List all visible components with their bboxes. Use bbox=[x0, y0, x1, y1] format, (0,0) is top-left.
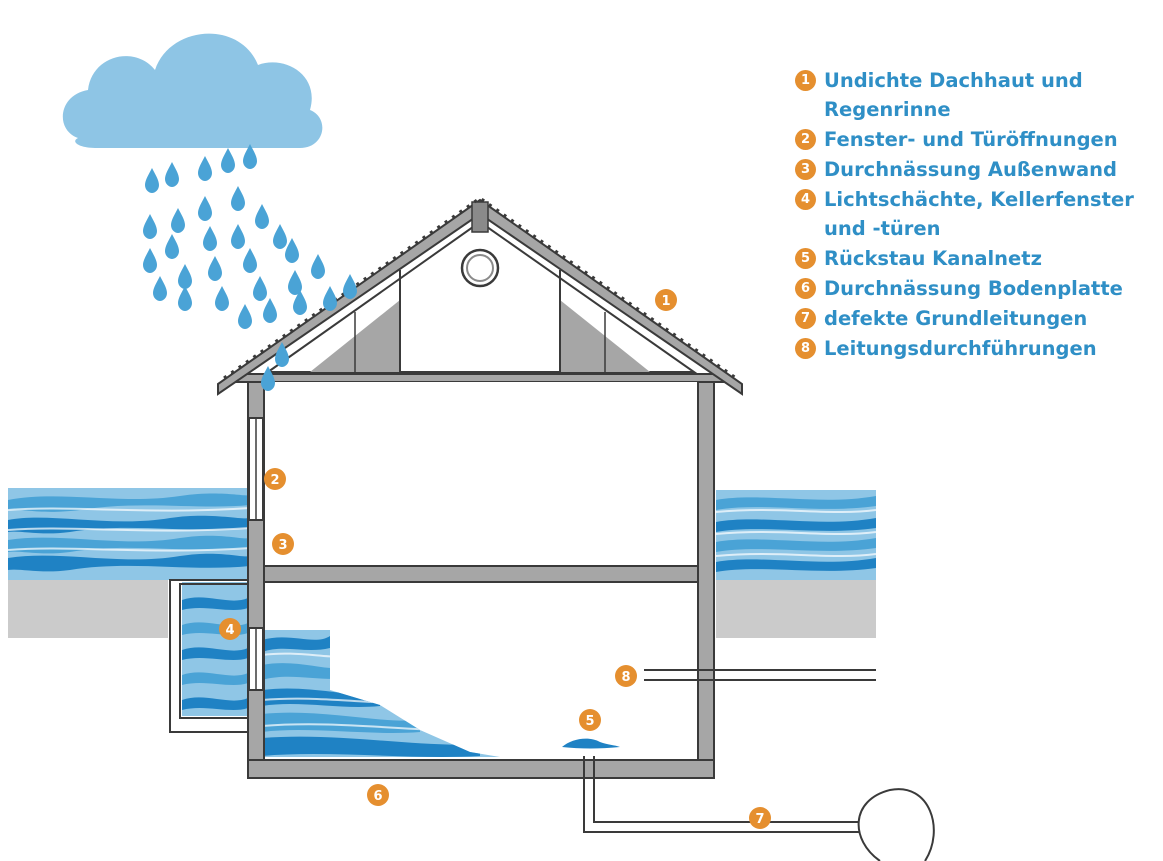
raindrop bbox=[253, 276, 267, 301]
raindrop bbox=[323, 286, 337, 311]
flood-water-right bbox=[716, 490, 876, 580]
raindrop bbox=[198, 156, 212, 181]
legend-badge: 1 bbox=[795, 70, 816, 91]
marker-4-light-shaft: 4 bbox=[219, 618, 241, 640]
raindrop bbox=[261, 366, 275, 391]
svg-text:5: 5 bbox=[585, 714, 594, 729]
attic bbox=[264, 220, 698, 373]
legend-item-6: 6 Durchnässung Bodenplatte bbox=[795, 274, 1160, 303]
legend-badge: 8 bbox=[795, 338, 816, 359]
rain-cloud bbox=[62, 33, 323, 148]
raindrops bbox=[143, 144, 357, 391]
raindrop bbox=[153, 276, 167, 301]
raindrop bbox=[143, 248, 157, 273]
marker-8-pipe-penetration: 8 bbox=[615, 665, 637, 687]
legend-badge: 7 bbox=[795, 308, 816, 329]
svg-text:1: 1 bbox=[661, 294, 670, 309]
legend-label: Leitungsdurchführungen bbox=[824, 337, 1097, 360]
backflow-puddle bbox=[562, 738, 620, 749]
basement-water bbox=[262, 630, 500, 757]
raindrop bbox=[255, 204, 269, 229]
cellar-window bbox=[248, 627, 264, 691]
raindrop bbox=[231, 186, 245, 211]
raindrop bbox=[215, 286, 229, 311]
raindrop bbox=[243, 248, 257, 273]
raindrop bbox=[285, 238, 299, 263]
legend-badge: 2 bbox=[795, 129, 816, 150]
raindrop bbox=[311, 254, 325, 279]
legend-label: Lichtschächte, Kellerfenster und -türen bbox=[824, 188, 1134, 240]
ground-right bbox=[716, 580, 876, 638]
raindrop bbox=[145, 168, 159, 193]
raindrop bbox=[221, 148, 235, 173]
legend-label: defekte Grundleitungen bbox=[824, 307, 1088, 330]
raindrop bbox=[263, 298, 277, 323]
sewer-manhole bbox=[857, 788, 935, 861]
legend-badge: 4 bbox=[795, 189, 816, 210]
raindrop bbox=[275, 342, 289, 367]
legend-badge: 6 bbox=[795, 278, 816, 299]
raindrop bbox=[243, 144, 257, 169]
raindrop bbox=[231, 224, 245, 249]
ground-left bbox=[8, 580, 168, 638]
legend-item-2: 2 Fenster- und Türöffnungen bbox=[795, 125, 1160, 154]
raindrop bbox=[343, 274, 357, 299]
legend: 1 Undichte Dachhaut und Regenrinne 2 Fen… bbox=[795, 66, 1160, 364]
raindrop bbox=[273, 224, 287, 249]
marker-3-wall: 3 bbox=[272, 533, 294, 555]
legend-label: Fenster- und Türöffnungen bbox=[824, 128, 1118, 151]
raindrop bbox=[178, 264, 192, 289]
legend-label: Durchnässung Bodenplatte bbox=[824, 277, 1123, 300]
marker-7-drain-pipe: 7 bbox=[749, 807, 771, 829]
legend-label: Durchnässung Außenwand bbox=[824, 158, 1118, 181]
marker-6-floor-slab: 6 bbox=[367, 784, 389, 806]
flood-water-left bbox=[8, 488, 250, 580]
sewer-pipe bbox=[583, 756, 862, 833]
raindrop bbox=[198, 196, 212, 221]
roof bbox=[217, 196, 743, 396]
raindrop bbox=[165, 162, 179, 187]
marker-2-window: 2 bbox=[264, 468, 286, 490]
legend-badge: 5 bbox=[795, 248, 816, 269]
marker-5-backflow: 5 bbox=[579, 709, 601, 731]
upper-window bbox=[248, 417, 264, 521]
legend-item-3: 3 Durchnässung Außenwand bbox=[795, 155, 1160, 184]
svg-text:4: 4 bbox=[225, 623, 234, 638]
svg-text:2: 2 bbox=[270, 473, 279, 488]
raindrop bbox=[178, 286, 192, 311]
raindrop bbox=[238, 304, 252, 329]
legend-badge: 3 bbox=[795, 159, 816, 180]
raindrop bbox=[143, 214, 157, 239]
svg-text:8: 8 bbox=[621, 670, 630, 685]
raindrop bbox=[203, 226, 217, 251]
legend-label: Undichte Dachhaut und Regenrinne bbox=[824, 69, 1083, 121]
svg-text:6: 6 bbox=[373, 789, 382, 804]
raindrop bbox=[165, 234, 179, 259]
attic-round-window bbox=[460, 248, 500, 288]
legend-item-8: 8 Leitungsdurchführungen bbox=[795, 334, 1160, 363]
legend-item-5: 5 Rückstau Kanalnetz bbox=[795, 244, 1160, 273]
legend-item-7: 7 defekte Grundleitungen bbox=[795, 304, 1160, 333]
raindrop bbox=[288, 270, 302, 295]
raindrop bbox=[208, 256, 222, 281]
light-shaft bbox=[169, 579, 248, 733]
legend-item-1: 1 Undichte Dachhaut und Regenrinne bbox=[795, 66, 1160, 124]
raindrop bbox=[293, 290, 307, 315]
raindrop bbox=[171, 208, 185, 233]
svg-text:3: 3 bbox=[278, 538, 287, 553]
legend-label: Rückstau Kanalnetz bbox=[824, 247, 1042, 270]
svg-text:7: 7 bbox=[755, 812, 764, 827]
light-shaft-water bbox=[182, 582, 248, 716]
pipe-penetration bbox=[644, 669, 876, 681]
marker-1-roof: 1 bbox=[655, 289, 677, 311]
legend-item-4: 4 Lichtschächte, Kellerfenster und -türe… bbox=[795, 185, 1160, 243]
